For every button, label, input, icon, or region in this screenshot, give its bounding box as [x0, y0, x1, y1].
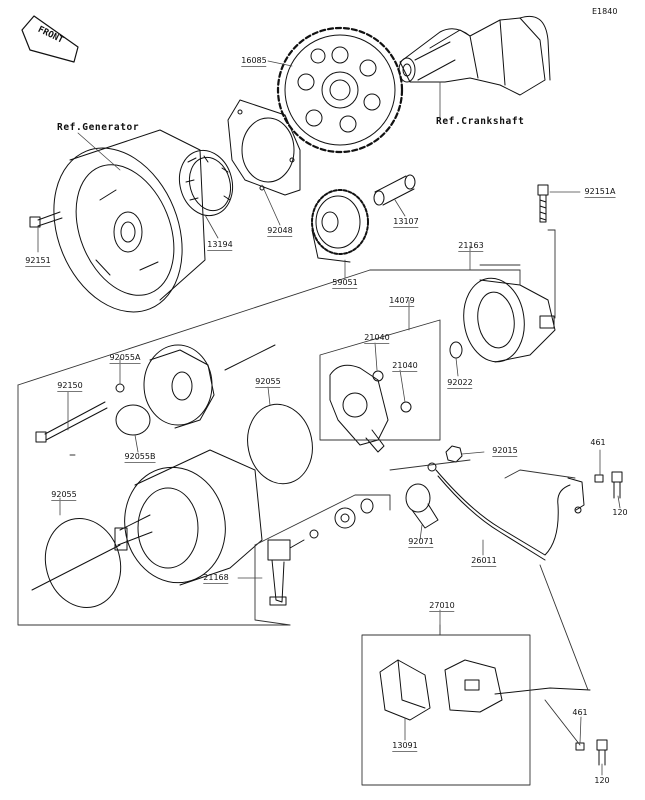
part-label-14079: 14079	[389, 296, 415, 307]
housing-21163-drawing	[463, 277, 556, 363]
ref-crankshaft-label: Ref.Crankshaft	[436, 116, 525, 127]
part-label-16085: 16085	[241, 56, 267, 67]
front-arrow-icon: FRONT	[21, 15, 79, 63]
bolt-92151A-drawing	[537, 184, 549, 223]
part-label-92151A: 92151A	[584, 187, 616, 198]
part-label-120-upper: 120	[612, 508, 628, 517]
leader-lines	[37, 60, 621, 776]
boot-92071-drawing	[405, 483, 439, 529]
part-label-120-lower: 120	[594, 776, 610, 785]
crankshaft-drawing	[398, 15, 551, 96]
oring-92055-right-drawing	[247, 403, 313, 485]
part-label-27010: 27010	[429, 601, 455, 612]
part-label-92055A: 92055A	[109, 353, 141, 364]
part-label-13107: 13107	[393, 217, 419, 228]
brush-plate-drawing	[329, 364, 412, 453]
washer-92022-drawing	[449, 341, 463, 359]
part-label-59051: 59051	[332, 278, 358, 289]
part-label-461-lower: 461	[572, 708, 588, 717]
part-label-92055B: 92055B	[124, 452, 156, 463]
diagram-code: E1840	[592, 7, 618, 16]
plate-92048-drawing	[227, 99, 301, 196]
part-label-92048: 92048	[267, 226, 293, 237]
part-label-92055-right: 92055	[255, 377, 281, 388]
part-label-13194: 13194	[207, 240, 233, 251]
part-label-92150: 92150	[57, 381, 83, 392]
part-label-461-upper: 461	[590, 438, 606, 447]
part-label-21168: 21168	[203, 573, 229, 584]
part-label-26011: 26011	[471, 556, 497, 567]
starter-motor-drawing	[31, 449, 263, 591]
part-label-13091: 13091	[392, 741, 418, 752]
ref-generator-label: Ref.Generator	[57, 122, 140, 133]
bolt-92151-drawing	[29, 211, 63, 228]
nut-92015-drawing	[445, 445, 463, 463]
relay-27010-drawing	[379, 659, 591, 721]
part-label-21163: 21163	[458, 241, 484, 252]
gear-59051-drawing	[311, 189, 369, 263]
fastener-group-lower-drawing	[575, 739, 608, 766]
clutch-drawing	[178, 149, 234, 217]
end-cover-drawing	[143, 344, 276, 429]
cable-26011-drawing	[427, 462, 585, 561]
part-label-21040-upper: 21040	[364, 333, 390, 344]
part-label-92015: 92015	[492, 446, 518, 457]
bolt-92150-drawing	[35, 401, 108, 443]
generator-rotor-drawing	[53, 129, 206, 313]
part-label-92055-left: 92055	[51, 490, 77, 501]
oring-92055A-drawing	[115, 383, 125, 393]
part-label-92071: 92071	[408, 537, 434, 548]
part-label-92151: 92151	[25, 256, 51, 267]
assembly-frame-lines	[17, 229, 589, 786]
part-label-21040-lower: 21040	[392, 361, 418, 372]
fastener-group-upper-drawing	[594, 471, 623, 499]
sprocket-gear-drawing	[276, 26, 404, 154]
part-label-92022: 92022	[447, 378, 473, 389]
brush-holder-drawing	[267, 498, 374, 606]
oring-92055B-drawing	[115, 404, 151, 436]
oring-92055-left-drawing	[44, 517, 122, 609]
shaft-13107-drawing	[373, 174, 416, 206]
